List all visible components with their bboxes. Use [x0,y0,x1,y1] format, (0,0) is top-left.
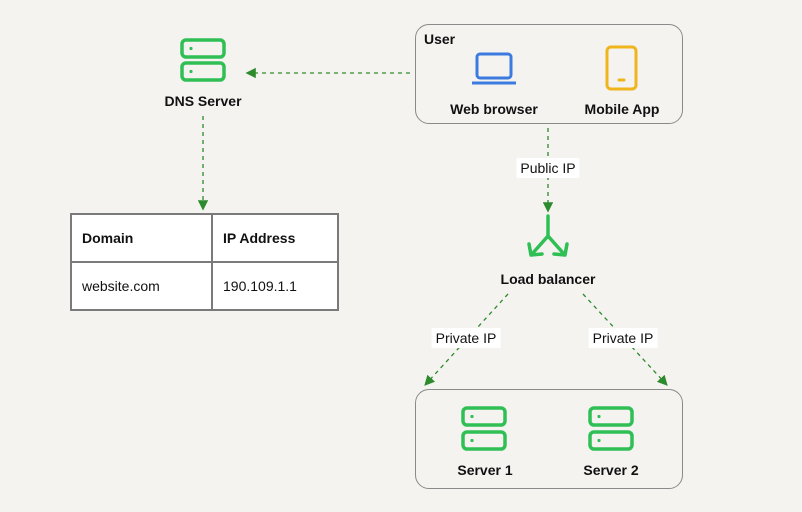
table-cell-ip-address: 190.109.1.1 [211,261,339,311]
user-group-box [415,24,683,124]
server-icon [180,38,226,82]
laptop-icon [472,52,516,85]
table-header-domain: Domain [70,213,213,263]
mobile-phone-icon [605,45,638,91]
load-balancer-icon [527,214,569,257]
load-balancer-label: Load balancer [500,271,596,287]
public-ip-label: Public IP [516,158,580,178]
server-1-label: Server 1 [457,462,513,478]
private-ip-left-label: Private IP [431,328,501,348]
dns-server-label: DNS Server [164,93,242,109]
server-icon [461,406,507,451]
server-2-label: Server 2 [583,462,639,478]
dns-table: Domain IP Address website.com 190.109.1.… [70,213,339,311]
table-header-ip-address: IP Address [211,213,339,263]
table-cell-domain: website.com [70,261,213,311]
server-group-box [415,389,683,489]
server-icon [588,406,634,451]
table-row: website.com 190.109.1.1 [70,261,339,311]
table-header-row: Domain IP Address [70,213,339,263]
user-group-title: User [424,31,456,47]
private-ip-right-label: Private IP [588,328,658,348]
web-browser-label: Web browser [450,101,538,117]
mobile-app-label: Mobile App [584,101,660,117]
